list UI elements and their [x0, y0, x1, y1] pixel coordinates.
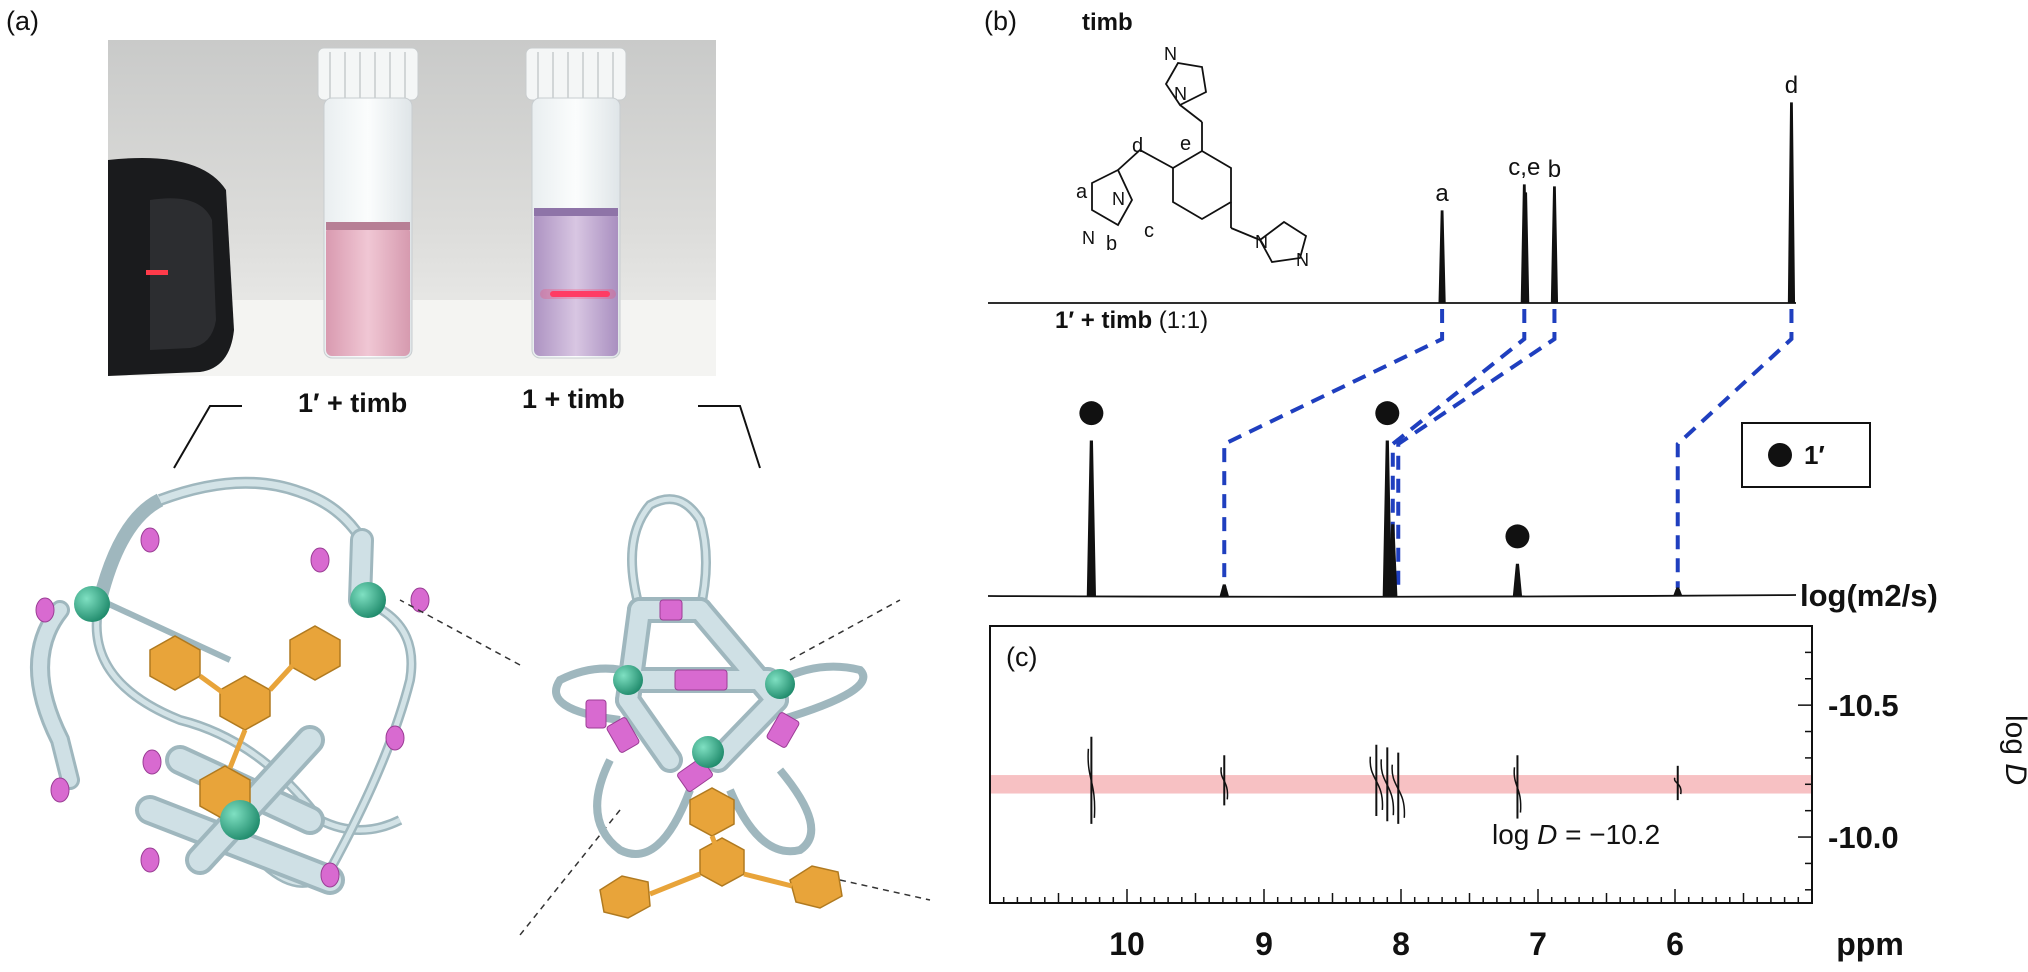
- peak-label: b: [1548, 156, 1561, 183]
- spectrum-mixture-peak: [1388, 524, 1398, 597]
- tyndall-beam: [550, 291, 610, 297]
- peak-label: d: [1785, 72, 1798, 99]
- dosy-cross-peak: [1673, 765, 1682, 801]
- cage-signal-marker: [1079, 401, 1104, 426]
- structure-title: timb: [1082, 9, 1133, 36]
- dosy-ylabel: log D: [1999, 715, 2028, 785]
- left-vial-cap: [317, 47, 419, 101]
- vial-label-right: 1 + timb: [522, 384, 625, 414]
- left-vial-solution: [326, 226, 410, 356]
- svg-text:N: N: [1174, 84, 1187, 104]
- right-vial-meniscus: [534, 208, 618, 216]
- y-tick-label: -10.0: [1828, 820, 1899, 855]
- cage-structure-left: [30, 476, 430, 895]
- cage-signal-marker: [1375, 401, 1400, 426]
- dosy-cross-peak: [1391, 752, 1406, 824]
- dosy-cross-peak: [1369, 744, 1384, 816]
- panel-c-label: (c): [1006, 642, 1037, 672]
- svg-text:N: N: [1082, 228, 1095, 248]
- right-vial-solution: [534, 212, 618, 356]
- left-vial-meniscus: [326, 222, 410, 230]
- svg-text:N: N: [1112, 189, 1125, 209]
- x-axis-label: ppm: [1836, 926, 1904, 962]
- shift-link-line: [1675, 309, 1794, 588]
- dosy-cross-peak-contour: [1391, 764, 1406, 818]
- panel-a-label: (a): [6, 6, 39, 36]
- x-tick-label: 10: [1109, 926, 1145, 962]
- dosy-cross-peak: [1513, 755, 1522, 819]
- cage-signal-marker: [1505, 524, 1530, 549]
- x-tick-label: 7: [1529, 926, 1547, 962]
- structure-atoms: N N N N N N: [1082, 44, 1309, 270]
- dosy-cross-peak: [1087, 736, 1096, 824]
- legend-box: 1′: [1741, 422, 1871, 488]
- svg-text:b: b: [1106, 233, 1117, 255]
- structure-letters: a b c d e: [1076, 133, 1191, 255]
- dosy-cross-peak: [1220, 755, 1229, 806]
- right-bracket-line: [698, 405, 761, 469]
- shift-link-line: [1390, 309, 1527, 588]
- peak-label: c,e: [1508, 154, 1540, 181]
- spectrum-mixture-peak: [1673, 587, 1683, 597]
- spectrum-timb: a c,e b d: [988, 72, 1798, 304]
- dosy-annotation: log D = −10.2: [1492, 819, 1660, 850]
- dosy-cross-peak-contour: [1513, 767, 1522, 813]
- dosy-frame: [989, 625, 1813, 904]
- svg-text:d: d: [1132, 135, 1143, 157]
- svg-text:a: a: [1076, 181, 1088, 203]
- peak-label: a: [1435, 180, 1449, 207]
- shift-link-line: [1396, 309, 1557, 588]
- dosy-cross-peak-contour: [1673, 777, 1682, 795]
- svg-text:N: N: [1164, 44, 1177, 64]
- dosy-cross-peak: [1380, 747, 1395, 822]
- spectrum-mixture: [987, 401, 1797, 598]
- units-label: log(m2/s): [1800, 578, 1938, 613]
- spectrum2-label: 1′ + timb (1:1): [1055, 307, 1208, 334]
- dosy-plot: 10 9 8 7 6 ppm -10.5 -10.0: [989, 625, 1904, 962]
- spectrum-timb-peak: [1550, 186, 1559, 304]
- right-vial-cap: [525, 47, 627, 101]
- shift-link-line: [1222, 309, 1445, 588]
- spectrum-mixture-peak: [1512, 563, 1523, 597]
- dosy-cross-peak-contour: [1380, 759, 1395, 816]
- svg-text:N: N: [1296, 250, 1309, 270]
- vial-photo: [108, 40, 716, 376]
- svg-text:e: e: [1180, 133, 1191, 155]
- vial-label-left: 1′ + timb: [298, 388, 407, 418]
- cage-structure-right: [399, 494, 931, 936]
- legend-label: 1′: [1804, 440, 1825, 470]
- x-tick-label: 9: [1255, 926, 1273, 962]
- spectrum-mixture-peak: [1382, 440, 1392, 597]
- laser-emitter-dot: [146, 270, 168, 275]
- diffusion-band: [991, 775, 1811, 794]
- x-tick-label: 6: [1666, 926, 1684, 962]
- y-tick-label: -10.5: [1828, 688, 1899, 723]
- dosy-cross-peak-contour: [1369, 756, 1384, 810]
- svg-text:N: N: [1255, 232, 1268, 252]
- dosy-cross-peak-contour: [1087, 748, 1096, 818]
- spectrum-timb-peak: [1438, 210, 1446, 304]
- timb-structure: [1091, 62, 1308, 263]
- spectrum-timb-peak: [1522, 192, 1530, 304]
- left-bracket-line: [173, 405, 242, 469]
- x-tick-label: 8: [1392, 926, 1410, 962]
- spectrum-mixture-peak: [1086, 440, 1096, 597]
- dosy-cross-peak-contour: [1220, 767, 1229, 800]
- laser-pointer-window: [150, 198, 216, 350]
- shift-links: [1222, 309, 1794, 588]
- spectrum-timb-peak: [1787, 102, 1796, 304]
- spectrum-mixture-peak: [1219, 584, 1229, 597]
- panel-b-label: (b): [984, 6, 1017, 36]
- svg-text:c: c: [1144, 220, 1154, 242]
- legend-marker: [1768, 443, 1792, 467]
